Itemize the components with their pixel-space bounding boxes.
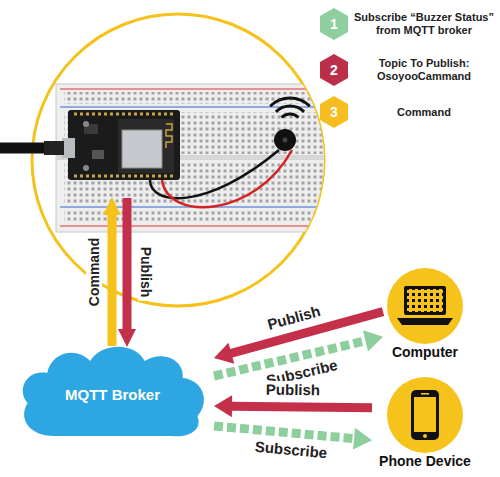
laptop-base xyxy=(397,318,453,325)
edge-label-box: Publish xyxy=(264,381,322,400)
publish-arrow xyxy=(123,198,132,331)
metal-shield xyxy=(122,130,162,168)
device-node: Phone Device xyxy=(376,377,474,470)
usb-cable xyxy=(0,143,48,154)
connector-arrowhead xyxy=(353,428,372,450)
callout-hexagon: 3Command xyxy=(320,96,348,128)
power-rail-line xyxy=(60,226,358,227)
connector-arrowhead xyxy=(214,343,234,364)
edge-label-box: Publish xyxy=(264,302,325,335)
rail-holes xyxy=(64,92,356,104)
cloud-fill xyxy=(23,347,204,437)
edge-label: Subscribe xyxy=(253,438,331,462)
arrow-label: Command xyxy=(86,235,102,309)
edge-label-box: Subscribe xyxy=(253,438,331,463)
black-wire xyxy=(150,150,279,198)
command-arrowhead xyxy=(103,197,121,215)
callout-text-box: Command xyxy=(352,106,496,119)
hexagon-fill xyxy=(320,54,348,86)
speaker-slot xyxy=(421,393,429,395)
command-arrow xyxy=(108,213,117,346)
hexagon-fill xyxy=(320,8,348,40)
sound-wave xyxy=(282,114,299,118)
laptop-icon xyxy=(387,268,463,344)
phone-body xyxy=(411,390,439,440)
arrow-label: Publish xyxy=(138,244,154,301)
publish-arrowhead xyxy=(118,329,136,347)
buzzer xyxy=(274,129,296,151)
red-wire xyxy=(162,150,292,207)
buzzer-hole xyxy=(283,138,288,143)
power-rail-line xyxy=(60,89,358,90)
device-circle xyxy=(387,377,463,453)
ground-rail-line xyxy=(60,107,358,108)
callout-number: 3 xyxy=(330,104,338,120)
callout-text-box: Subscribe “Buzzer Status” from MQTT brok… xyxy=(352,11,496,37)
screen-grid xyxy=(407,289,443,312)
chip xyxy=(92,150,104,159)
broker-cloud: MQTT Broker xyxy=(15,340,210,440)
sound-wave xyxy=(276,106,304,112)
connector-arrowhead xyxy=(363,330,383,351)
callout-hexagon: 1Subscribe “Buzzer Status” from MQTT bro… xyxy=(320,8,348,40)
breadboard-scene xyxy=(56,84,362,232)
callout-number: 2 xyxy=(330,62,338,78)
esp-module xyxy=(118,119,174,173)
button xyxy=(83,165,89,171)
callout-number: 1 xyxy=(330,16,338,32)
callout-text: Subscribe “Buzzer Status” from MQTT brok… xyxy=(352,11,496,37)
device-label: Computer xyxy=(387,344,463,361)
device-label: Phone Device xyxy=(376,453,474,470)
connector-shaft xyxy=(214,426,357,439)
connector-arrow xyxy=(214,395,372,417)
connector-arrowhead xyxy=(214,395,232,417)
arrow-label-box: Publish xyxy=(137,244,155,301)
hexagon-fill xyxy=(320,96,348,128)
device-node: Computer xyxy=(387,268,463,361)
phone-screen xyxy=(414,397,436,432)
edge-label: Publish xyxy=(264,381,322,399)
laptop-screen xyxy=(404,286,446,315)
callout-text-box: Topic To Publish: OsoyooCammand xyxy=(352,57,496,83)
connector-shaft xyxy=(231,406,372,408)
button xyxy=(83,121,89,127)
home-button xyxy=(423,434,427,438)
nodemcu-board xyxy=(68,110,180,180)
cloud-label: MQTT Broker xyxy=(65,386,160,403)
edge-label: Publish xyxy=(264,302,325,334)
callout-hexagon: 2Topic To Publish: OsoyooCammand xyxy=(320,54,348,86)
breadboard xyxy=(56,84,362,232)
device-circle xyxy=(387,268,463,344)
callout-text: Topic To Publish: OsoyooCammand xyxy=(352,57,496,83)
antenna xyxy=(166,124,172,148)
phone-icon xyxy=(387,377,463,453)
arrow-label-box: Command xyxy=(85,235,103,309)
sound-wave xyxy=(270,98,310,106)
callout-text: Command xyxy=(352,106,496,119)
usb-plug xyxy=(44,141,64,155)
header-pins xyxy=(74,113,176,116)
header-pins xyxy=(74,175,176,178)
